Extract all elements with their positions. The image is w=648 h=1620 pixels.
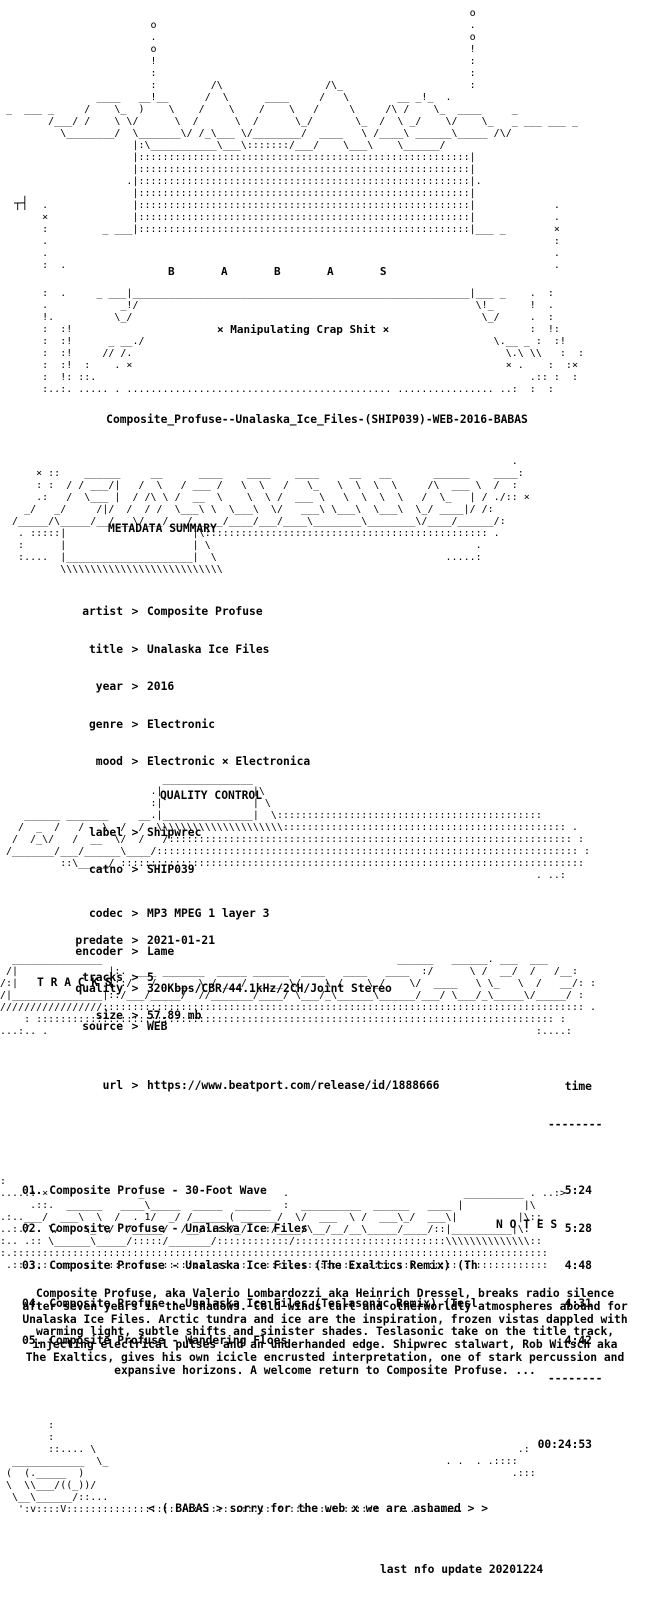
total-rule: -------- [548,1371,603,1385]
header-frame-art: : . _ ___|______________________________… [42,288,584,395]
notes-banner-art: : .....: × _ . __________ . ..:> .::. __… [0,1176,566,1271]
metadata-section-title: METADATA SUMMARY [108,522,217,535]
meta-row-tracks: tracks>5 [82,971,154,984]
quality-row-quality: quality>320Kbps/CBR/44.1kHz/2CH/Joint St… [75,982,392,995]
meta-row-title: title>Unalaska Ice Files [88,642,270,656]
meta-row-predate: predate>2021-01-21 [75,933,216,947]
quality-row-source: source>WEB [82,1019,168,1033]
meta-row-genre: genre>Electronic [88,717,216,731]
meta-row-year: year>2016 [95,680,175,693]
notes-text: Composite Profuse, aka Valerio Lombardoz… [22,1287,628,1377]
metadata-list: artist>Composite Profuse title>Unalaska … [10,581,439,1105]
tracks-section-title: T R A C K S [37,976,112,989]
meta-row-label: label>Shipwrec [88,825,202,839]
meta-row-catno: catno>SHIP039 [88,863,195,876]
meta-row-mood: mood>Electronic × Electronica [95,755,311,768]
release-name: Composite_Profuse--Unalaska_Ice_Files-(S… [106,413,528,426]
quality-list: codec>MP3 MPEG 1 layer 3 encoder>Lame qu… [10,883,392,1046]
tracklist: time -------- 01. Composite Profuse - 30… [22,1056,603,1464]
footer-message: < ( BABAS > sorry for the web x we are a… [148,1502,489,1515]
quality-section-title: QUALITY CONTROL [160,789,263,802]
tagline: × Manipulating Crap Shit × [217,323,390,336]
header-letters: B A B A S [168,265,387,278]
meta-row-artist: artist>Composite Profuse [82,605,263,618]
time-header: time [564,1080,592,1093]
meta-row-url[interactable]: url>https://www.beatport.com/release/id/… [102,1079,440,1092]
quality-banner-art: _______________ .| |\ :| | \ ______ ____… [6,774,591,881]
track-row: 02. Composite Profuse - Unalaska Ice Fil… [22,1221,592,1235]
footer-art: : : ::.... \ .: ____________ \_ . . . .:… [6,1420,536,1515]
quality-row-encoder: encoder>Lame [75,944,175,958]
tracks-banner-art: _______________ ______ ______. ___ ___ /… [0,954,597,1037]
header-logo-art: o o . . o o [6,8,578,271]
time-rule: -------- [548,1117,603,1131]
track-row: 03. Composite Profuse - Unalaska Ice Fil… [22,1259,592,1272]
track-row: 04. Composite Profuse - Unalaska Ice Fil… [22,1296,592,1310]
total-time: 00:24:53 [537,1438,592,1451]
notes-section-title: N O T E S [496,1218,558,1231]
metadata-banner-art: . × :: ______ __ ____ ____ ____ __ __ __… [12,456,530,575]
last-update: last nfo update 20201224 [380,1563,544,1576]
quality-row-codec: codec>MP3 MPEG 1 layer 3 [88,907,270,920]
meta-row-size: size>57.89 mb [95,1008,202,1022]
tree-glyph: ┬┤ [14,196,29,210]
